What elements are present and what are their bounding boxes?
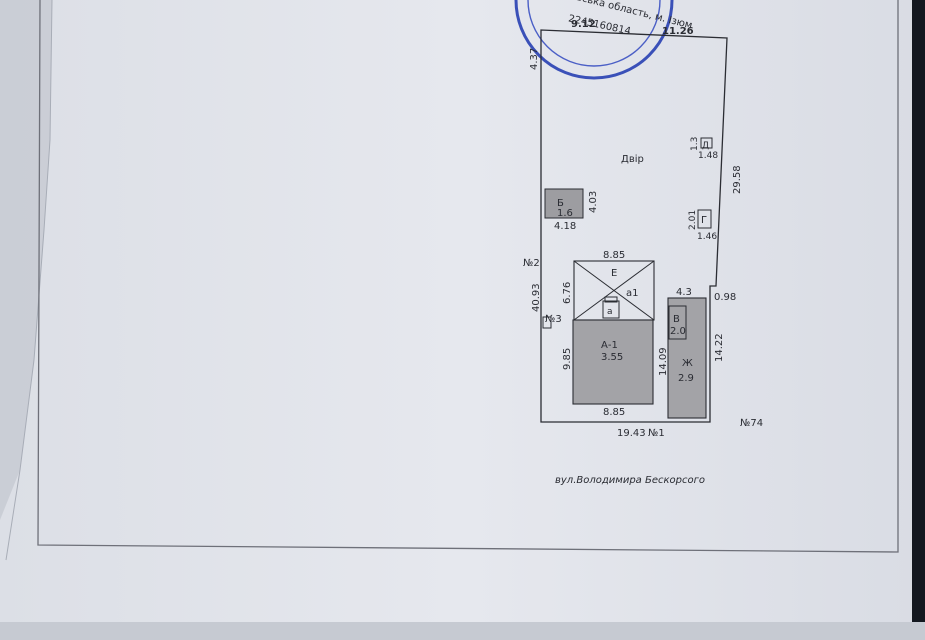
building-g-side: 2.01 bbox=[688, 210, 698, 230]
building-b bbox=[544, 188, 584, 219]
right-edge-shadow bbox=[912, 0, 925, 640]
dim-top-right: 11.26 bbox=[662, 26, 694, 37]
neighbor-74: №74 bbox=[740, 418, 763, 429]
dim-bottom: 19.43 bbox=[617, 428, 646, 439]
building-e-letter: Е bbox=[611, 268, 617, 279]
building-zh-letter: Ж bbox=[682, 358, 693, 369]
building-zh-top: 4.3 bbox=[676, 287, 692, 298]
dim-left-long: 40.93 bbox=[531, 283, 542, 312]
dim-top-left: 9.12 bbox=[571, 19, 596, 30]
building-zh-val: 2.9 bbox=[678, 373, 694, 384]
yard-label: Двір bbox=[621, 153, 644, 165]
building-a1-area: 3.55 bbox=[601, 352, 623, 363]
building-b-w: 1.6 bbox=[557, 208, 573, 219]
dim-right-lower: 14.22 bbox=[714, 333, 725, 362]
building-zh bbox=[667, 297, 707, 419]
building-a1-bottom: 8.85 bbox=[603, 407, 625, 418]
building-b-h: 4.03 bbox=[588, 191, 599, 213]
building-d-side: 1.3 bbox=[690, 137, 700, 151]
neighbor-2: №2 bbox=[523, 258, 540, 269]
lot-boundary bbox=[540, 29, 728, 423]
building-b-base: 4.18 bbox=[554, 221, 576, 232]
building-g-letter: Г bbox=[701, 215, 707, 226]
building-v bbox=[668, 305, 687, 340]
annex-a bbox=[602, 300, 620, 319]
annex-a-letter: а bbox=[607, 307, 613, 317]
building-e-top: 8.85 bbox=[603, 250, 625, 261]
dim-left-upper: 4.37 bbox=[529, 48, 540, 70]
building-d bbox=[700, 137, 713, 149]
building-g-base: 1.46 bbox=[697, 232, 717, 242]
building-d-letter: Д bbox=[702, 141, 709, 151]
neighbor-3: №3 bbox=[545, 314, 562, 325]
building-d-base: 1.48 bbox=[698, 151, 718, 161]
drawing-frame bbox=[37, 0, 899, 553]
neighbor-3-marker bbox=[542, 316, 552, 329]
building-a1-side: 9.85 bbox=[562, 348, 573, 370]
bottom-edge-shadow bbox=[0, 622, 925, 640]
building-e-side: 6.76 bbox=[562, 282, 573, 304]
neighbor-1: №1 bbox=[648, 428, 665, 439]
building-e-cross2 bbox=[573, 260, 655, 321]
building-a1-right: 14.09 bbox=[658, 347, 669, 376]
building-v-val: 2.0 bbox=[670, 326, 686, 337]
building-a1 bbox=[572, 319, 654, 405]
dim-notch: 0.98 bbox=[714, 292, 736, 303]
annex-a-top bbox=[604, 296, 618, 303]
street-label: вул.Володимира Бескорсого bbox=[555, 475, 705, 486]
building-b-letter: Б bbox=[557, 198, 564, 209]
building-e-a1: а1 bbox=[626, 288, 639, 299]
building-g bbox=[697, 209, 712, 229]
dim-right-long: 29.58 bbox=[732, 165, 743, 194]
building-v-letter: В bbox=[673, 314, 680, 325]
building-a1-letter: А-1 bbox=[601, 340, 618, 351]
